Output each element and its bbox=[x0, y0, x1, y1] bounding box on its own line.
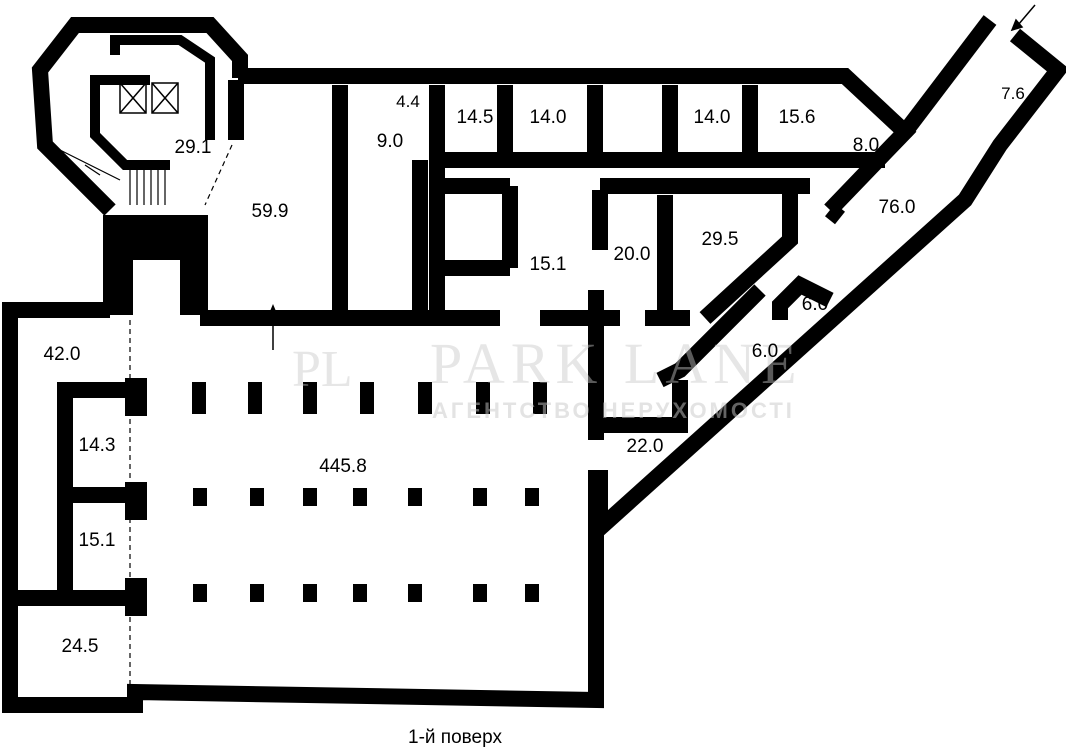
room-label: 14.3 bbox=[78, 435, 116, 456]
room-label: 15.6 bbox=[778, 107, 816, 128]
wall bbox=[656, 284, 766, 388]
floor-caption: 1-й поверх bbox=[408, 727, 502, 748]
column bbox=[303, 382, 317, 414]
column bbox=[125, 482, 147, 520]
watermark-logo: PL bbox=[292, 341, 353, 398]
room-label: 14.5 bbox=[456, 107, 494, 128]
room-label: 22.0 bbox=[626, 436, 664, 457]
column bbox=[525, 488, 539, 506]
column bbox=[473, 584, 487, 602]
room-label: 445.8 bbox=[319, 456, 367, 477]
wall bbox=[825, 203, 845, 225]
column bbox=[476, 382, 490, 414]
room-label: 76.0 bbox=[878, 197, 916, 218]
wall bbox=[772, 275, 834, 320]
stairs-icon bbox=[59, 149, 166, 205]
room-label: 20.0 bbox=[613, 244, 651, 265]
column bbox=[303, 488, 317, 506]
column bbox=[248, 382, 262, 414]
column bbox=[533, 382, 547, 414]
column bbox=[250, 584, 264, 602]
column bbox=[353, 584, 367, 602]
room-label: 14.0 bbox=[693, 107, 731, 128]
column bbox=[193, 584, 207, 602]
room-label: 6.0 bbox=[801, 294, 829, 315]
column bbox=[193, 488, 207, 506]
room-label: 24.5 bbox=[61, 636, 99, 657]
room-label: 29.1 bbox=[174, 137, 212, 158]
room-label: 14.0 bbox=[529, 107, 567, 128]
wall bbox=[898, 15, 997, 137]
column bbox=[125, 578, 147, 616]
column bbox=[303, 584, 317, 602]
wall bbox=[2, 302, 604, 713]
watermark-brand: PARK LANE bbox=[430, 331, 803, 396]
wall bbox=[238, 68, 917, 216]
room-label: 59.9 bbox=[251, 201, 289, 222]
wall bbox=[57, 382, 135, 600]
wall bbox=[90, 75, 170, 170]
watermark-subtitle: АГЕНТСТВО НЕРУХОМОСТІ bbox=[432, 398, 795, 423]
column bbox=[473, 488, 487, 506]
room-label: 29.5 bbox=[701, 229, 739, 250]
column bbox=[525, 584, 539, 602]
core bbox=[180, 255, 208, 315]
room-label: 42.0 bbox=[43, 344, 81, 365]
wall bbox=[110, 35, 215, 140]
column bbox=[353, 488, 367, 506]
column bbox=[192, 382, 206, 414]
room-label: 6.0 bbox=[751, 341, 779, 362]
column bbox=[408, 488, 422, 506]
column bbox=[408, 584, 422, 602]
core bbox=[103, 255, 133, 315]
column bbox=[250, 488, 264, 506]
wall bbox=[596, 380, 688, 433]
entrance-arrow-icon bbox=[266, 4, 1036, 350]
room-label: 8.0 bbox=[852, 135, 880, 156]
wall bbox=[31, 17, 248, 216]
room-label: 9.0 bbox=[376, 131, 404, 152]
room-label: 4.4 bbox=[396, 92, 420, 111]
wall bbox=[699, 190, 798, 324]
core bbox=[103, 215, 208, 260]
room-label: 7.6 bbox=[1001, 84, 1025, 103]
column bbox=[418, 382, 432, 414]
elevator-icon bbox=[119, 82, 179, 114]
room-label: 15.1 bbox=[78, 530, 116, 551]
room-label: 15.1 bbox=[529, 254, 567, 275]
column bbox=[125, 378, 147, 416]
column bbox=[360, 382, 374, 414]
